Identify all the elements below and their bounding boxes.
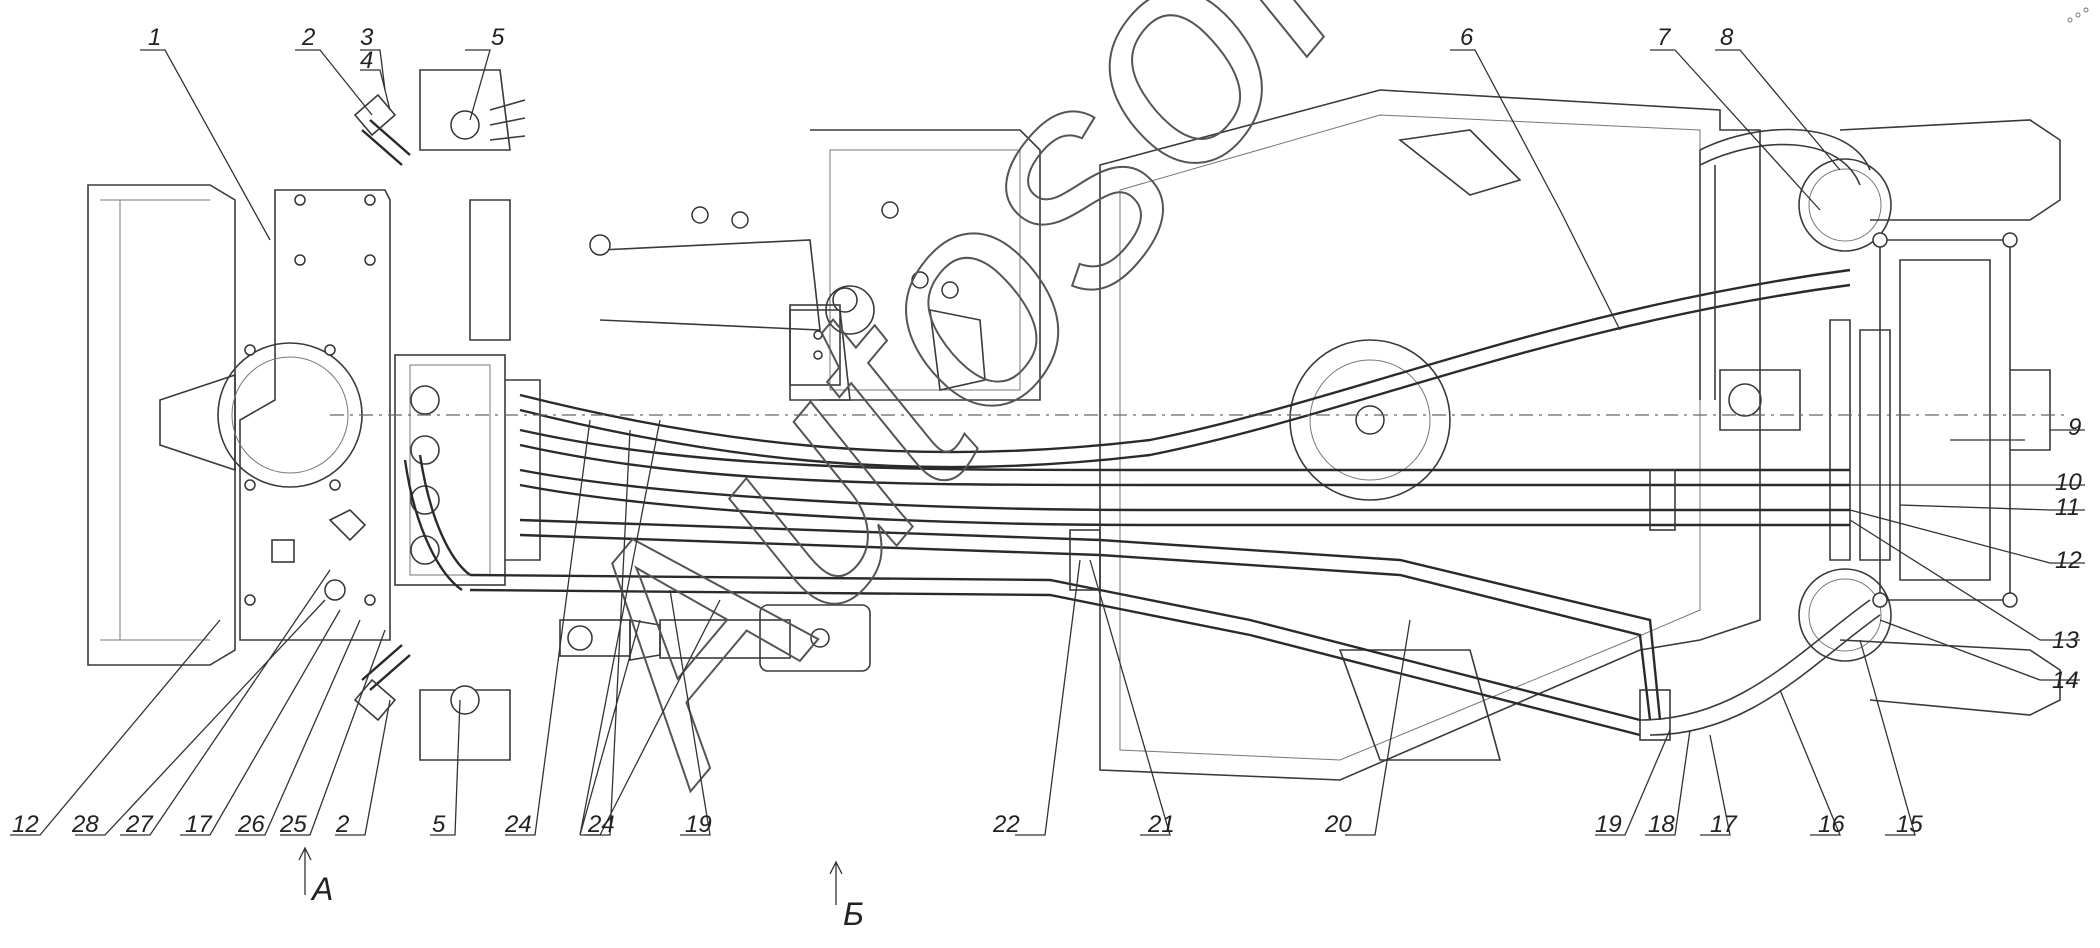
callout-9: 9 <box>2068 414 2081 441</box>
callout-16: 16 <box>1818 811 1845 838</box>
callout-27: 27 <box>125 811 154 838</box>
callout-20: 20 <box>1324 811 1352 838</box>
callout-21: 21 <box>1147 811 1175 838</box>
callout-7: 7 <box>1657 24 1672 51</box>
callout-6: 6 <box>1460 24 1474 51</box>
rear-housing <box>87 184 236 666</box>
callout-17-left: 17 <box>185 811 213 838</box>
lower-fittings <box>353 644 511 761</box>
callout-2-bottom: 2 <box>335 811 349 838</box>
pipe-clamps <box>1069 469 1676 741</box>
callout-28: 28 <box>71 811 99 838</box>
callout-2: 2 <box>301 24 315 51</box>
callout-18: 18 <box>1648 811 1675 838</box>
view-label-b: Б <box>843 896 864 932</box>
hydraulic-cylinder <box>559 604 871 672</box>
callout-12-right: 12 <box>2055 547 2082 574</box>
callout-5-bottom: 5 <box>432 811 446 838</box>
callout-13: 13 <box>2052 627 2079 654</box>
watermark: Autosoft <box>480 0 1464 836</box>
callout-19-right: 19 <box>1595 811 1622 838</box>
callout-5: 5 <box>491 24 505 51</box>
callout-1: 1 <box>148 24 161 51</box>
callout-8: 8 <box>1720 24 1734 51</box>
callout-4: 4 <box>360 47 373 74</box>
callout-19-left: 19 <box>685 811 712 838</box>
callout-17-right: 17 <box>1710 811 1738 838</box>
callout-labels: 1 2 3 4 5 6 7 8 9 10 11 12 13 14 12 28 2… <box>12 24 2082 838</box>
callout-11: 11 <box>2055 494 2080 521</box>
callout-25: 25 <box>279 811 307 838</box>
gearbox-housing <box>589 129 1041 401</box>
right-axle-supports <box>1719 119 2061 716</box>
callout-12-left: 12 <box>12 811 39 838</box>
callout-10: 10 <box>2055 469 2082 496</box>
callout-3: 3 <box>360 24 374 51</box>
callout-22: 22 <box>992 811 1020 838</box>
axle-housing <box>1099 89 1761 781</box>
leader-lines <box>10 49 2085 905</box>
callout-15: 15 <box>1896 811 1923 838</box>
callout-24-a: 24 <box>504 811 532 838</box>
hydraulic-pump-block <box>217 189 391 641</box>
callout-24-b: 24 <box>587 811 615 838</box>
hydraulic-pipes <box>403 128 1881 737</box>
view-label-a: А <box>310 871 333 907</box>
valve-block <box>394 354 541 586</box>
callout-26: 26 <box>237 811 265 838</box>
upper-fittings <box>353 69 526 341</box>
corner-mark <box>2067 7 2089 23</box>
callout-14: 14 <box>2052 667 2079 694</box>
